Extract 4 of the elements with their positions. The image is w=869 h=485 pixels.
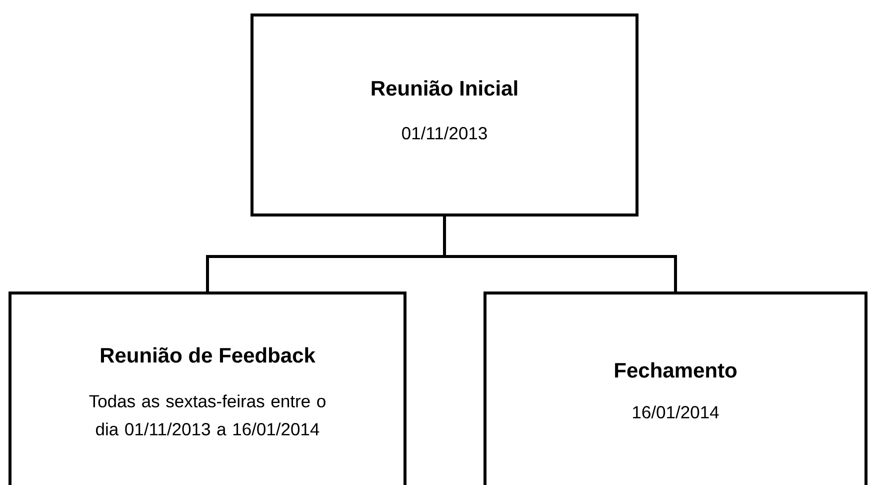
connector-line <box>443 216 677 292</box>
process-box: Reunião Inicial 01/11/2013 <box>250 14 638 216</box>
process-box: Fechamento 16/01/2014 <box>484 292 868 485</box>
process-box: Reunião de Feedback Todas as sextas-feiras entre o dia 01/11/2013 a 16/01/2014 <box>8 292 406 485</box>
